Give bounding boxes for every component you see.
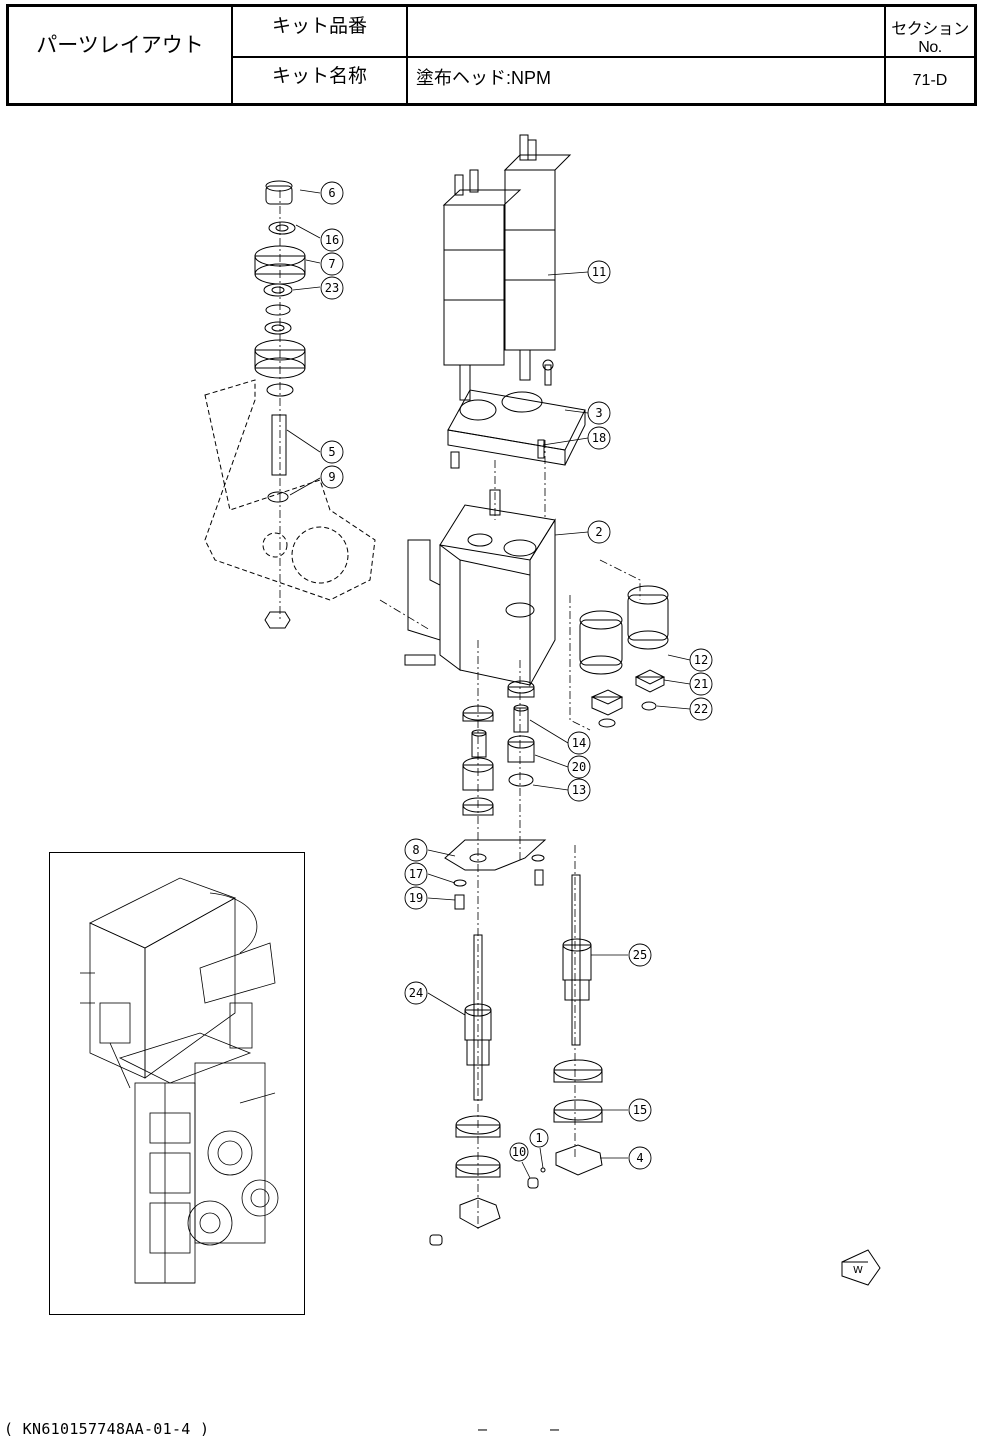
callout-9: 9: [328, 470, 335, 484]
callout-12: 12: [694, 653, 708, 667]
direction-letter: W: [853, 1265, 863, 1276]
left-plate: [205, 380, 375, 600]
assembly-inset-view: [49, 852, 305, 1315]
callout-18: 18: [592, 431, 606, 445]
callout-24: 24: [409, 986, 423, 1000]
callout-10: 10: [512, 1145, 526, 1159]
assembled-head-illustration: [50, 853, 304, 1313]
callout-8: 8: [412, 843, 419, 857]
callout-13: 13: [572, 783, 586, 797]
callout-7: 7: [328, 257, 335, 271]
callout-16: 16: [325, 233, 339, 247]
callout-23: 23: [325, 281, 339, 295]
callout-3: 3: [595, 406, 602, 420]
couplings: [580, 586, 668, 727]
callout-2: 2: [595, 525, 602, 539]
page-dash-right: –: [550, 1420, 559, 1438]
document-code: ( KN610157748AA-01-4 ): [4, 1420, 209, 1438]
callout-17: 17: [409, 867, 423, 881]
callout-11: 11: [592, 265, 606, 279]
callout-21: 21: [694, 677, 708, 691]
direction-arrow-icon: W: [842, 1250, 880, 1285]
callout-15: 15: [633, 1103, 647, 1117]
callout-5: 5: [328, 445, 335, 459]
callout-20: 20: [572, 760, 586, 774]
page-dash-left: –: [478, 1420, 487, 1438]
actuator-columns: [444, 135, 570, 400]
block-2: [405, 490, 555, 685]
callout-6: 6: [328, 186, 335, 200]
callout-1: 1: [535, 1131, 542, 1145]
callout-22: 22: [694, 702, 708, 716]
plate-3: [448, 360, 585, 468]
callout-25: 25: [633, 948, 647, 962]
plate-8: [445, 840, 545, 909]
middle-bearings: [463, 681, 534, 815]
callout-4: 4: [636, 1151, 643, 1165]
callout-14: 14: [572, 736, 586, 750]
callout-19: 19: [409, 891, 423, 905]
shaft-24: [430, 935, 500, 1245]
